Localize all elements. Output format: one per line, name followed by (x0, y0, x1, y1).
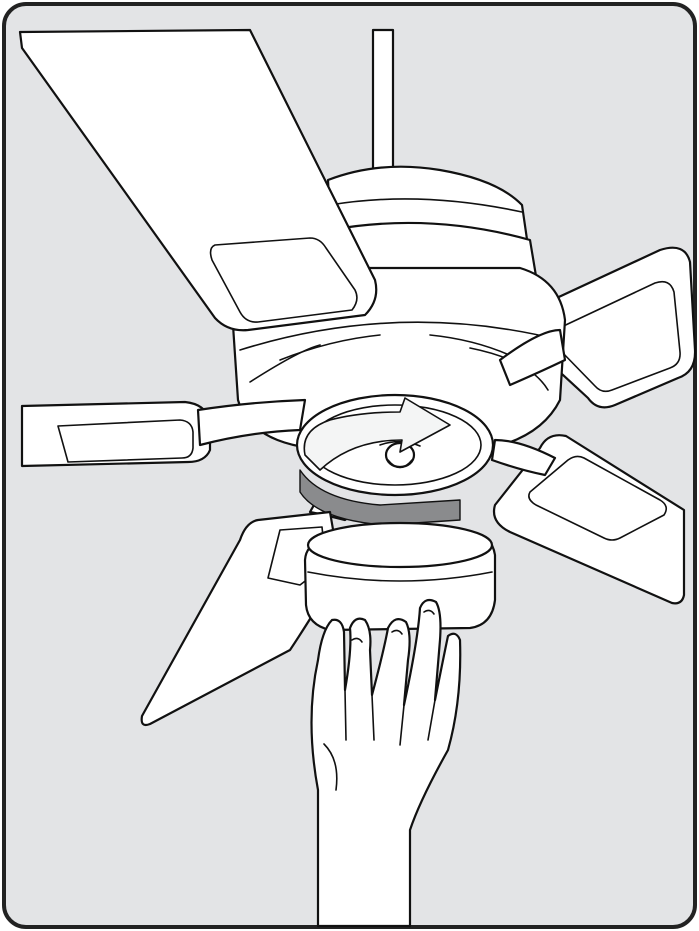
fan-blade-left (20, 400, 212, 468)
fan-blade-right-lower (492, 434, 686, 605)
rotation-arrow-icon (299, 397, 461, 526)
downrod (371, 28, 395, 177)
glass-cover (303, 521, 497, 632)
hand-icon (310, 598, 462, 928)
fan-blade-top (18, 28, 378, 332)
